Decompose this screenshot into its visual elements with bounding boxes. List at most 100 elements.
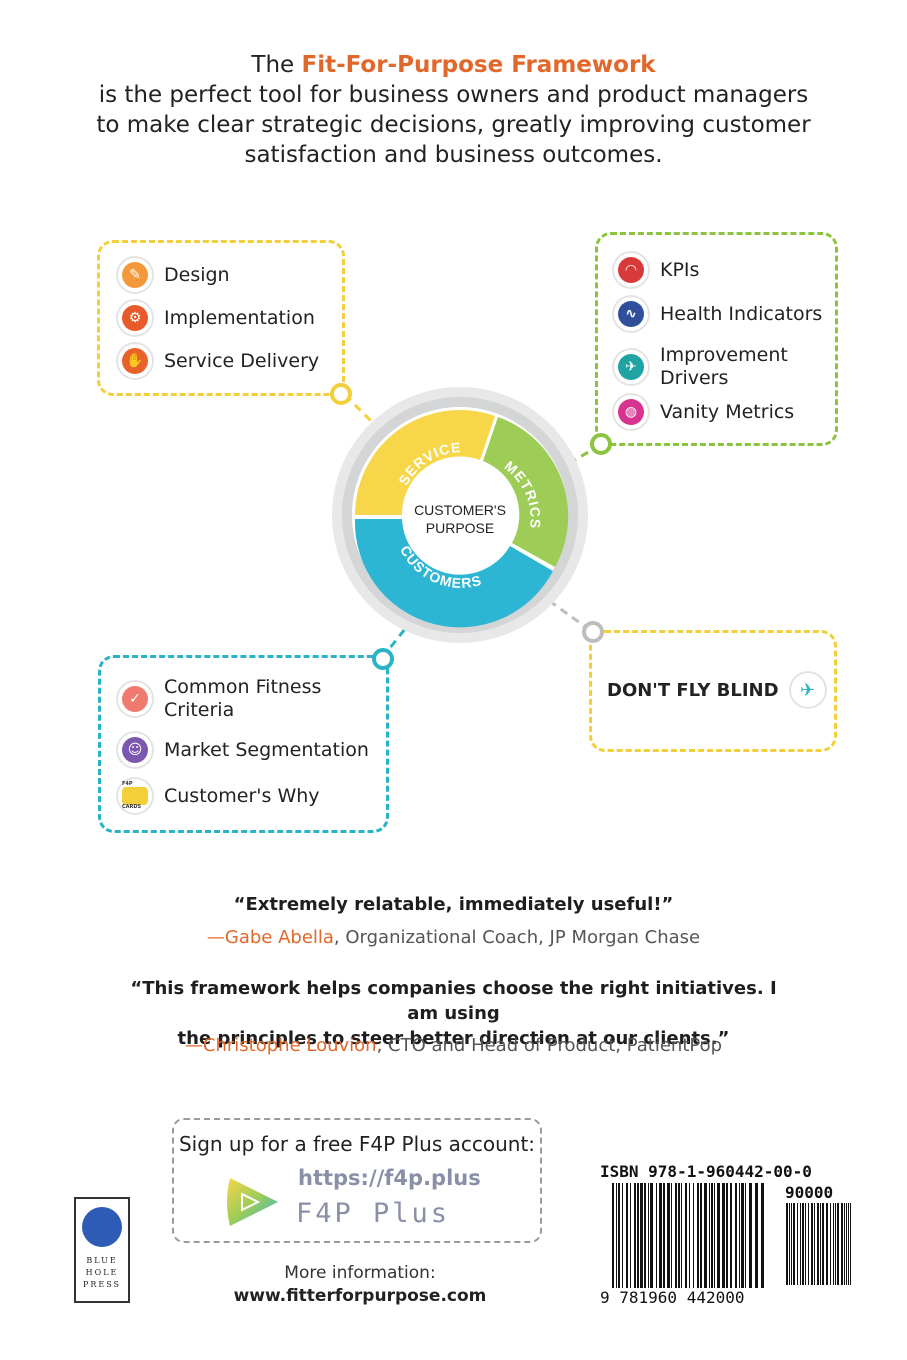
barcode-bar bbox=[648, 1183, 649, 1291]
barcode-bar bbox=[830, 1203, 831, 1285]
item-label: Implementation bbox=[164, 306, 315, 329]
barcode-bar bbox=[722, 1183, 725, 1291]
intro-prefix: The bbox=[251, 52, 295, 78]
item-label-line2: Criteria bbox=[164, 699, 235, 721]
barcode-bar bbox=[822, 1203, 824, 1285]
barcode-bar bbox=[850, 1203, 851, 1285]
service-dot bbox=[330, 383, 352, 405]
quote-line: “This framework helps companies choose t… bbox=[130, 978, 777, 1024]
quote-role: , CTO and Head of Product, PatientPop bbox=[376, 1035, 723, 1056]
barcode-bar bbox=[612, 1183, 614, 1305]
barcode-bar bbox=[626, 1183, 628, 1291]
list-item: ✋ Service Delivery bbox=[118, 344, 319, 378]
list-item: ✎ Design bbox=[118, 258, 230, 292]
blind-box bbox=[589, 630, 837, 752]
barcode-bar bbox=[650, 1183, 653, 1291]
mirror-icon: ◍ bbox=[614, 395, 648, 429]
barcode-bar bbox=[675, 1183, 677, 1291]
barcode-bar bbox=[663, 1183, 665, 1291]
barcode-bar bbox=[820, 1203, 821, 1285]
quote-line: the principles to steer better direction… bbox=[177, 1028, 730, 1049]
barcode-bar bbox=[833, 1203, 834, 1285]
service-box bbox=[97, 240, 345, 396]
item-label: Design bbox=[164, 263, 230, 286]
barcode-bar bbox=[634, 1183, 636, 1291]
barcode-bar bbox=[848, 1203, 849, 1285]
people-icon: ☺ bbox=[118, 733, 152, 767]
barcode-bar bbox=[841, 1203, 843, 1285]
barcode-bar bbox=[616, 1183, 617, 1305]
list-item: ◍ Vanity Metrics bbox=[614, 395, 794, 429]
more-info-url[interactable]: www.fitterforpurpose.com bbox=[233, 1286, 487, 1306]
customers-box bbox=[98, 655, 389, 833]
barcode bbox=[612, 1183, 851, 1305]
barcode-bar bbox=[730, 1183, 732, 1305]
barcode-bar bbox=[689, 1183, 690, 1291]
heartbeat-icon: ∿ bbox=[614, 297, 648, 331]
barcode-bar bbox=[739, 1183, 740, 1305]
intro-line: is the perfect tool for business owners … bbox=[98, 82, 809, 108]
barcode-bar bbox=[835, 1203, 836, 1285]
intro-line: to make clear strategic decisions, great… bbox=[96, 112, 811, 138]
barcode-bar bbox=[749, 1183, 752, 1305]
segment-metrics bbox=[483, 417, 569, 567]
barcode-bar bbox=[717, 1183, 720, 1291]
gear-icon: ⚙ bbox=[118, 301, 152, 335]
barcode-bar bbox=[709, 1183, 710, 1291]
list-item: ☺ Market Segmentation bbox=[118, 733, 369, 767]
publisher-circle bbox=[82, 1207, 122, 1247]
barcode-bar bbox=[755, 1183, 758, 1305]
quote-name: —Christophe Louvion bbox=[184, 1035, 377, 1056]
signup-url[interactable]: https://f4p.plus bbox=[298, 1166, 481, 1190]
item-label-line1: Improvement bbox=[660, 344, 788, 366]
barcode-bar bbox=[678, 1183, 680, 1291]
hands-icon: ✋ bbox=[118, 344, 152, 378]
barcode-bar bbox=[817, 1203, 819, 1285]
item-label-line2: Drivers bbox=[660, 367, 729, 389]
framework-name: Fit-For-Purpose Framework bbox=[301, 52, 656, 78]
customers-dot bbox=[372, 648, 394, 670]
f4p-logo-icon bbox=[227, 1178, 278, 1226]
barcode-bar bbox=[622, 1183, 623, 1291]
plane-icon: ✈ bbox=[614, 350, 648, 384]
barcode-bar bbox=[786, 1203, 788, 1285]
item-label-line1: Common Fitness bbox=[164, 676, 322, 698]
ean-text: 9 781960 442000 bbox=[598, 1288, 770, 1307]
cards-icon: F4P CARDS bbox=[118, 779, 152, 813]
barcode-bar bbox=[814, 1203, 815, 1285]
more-info-label: More information: bbox=[284, 1263, 436, 1283]
barcode-bar bbox=[671, 1183, 672, 1291]
center-line1: CUSTOMER'S bbox=[414, 502, 506, 518]
segment-customers bbox=[354, 519, 553, 628]
barcode-bar bbox=[667, 1183, 670, 1291]
publisher-name: BLUE HOLE PRESS bbox=[82, 1256, 122, 1289]
barcode-bar bbox=[808, 1203, 809, 1285]
barcode-bar bbox=[745, 1183, 746, 1305]
barcode-bar bbox=[685, 1183, 687, 1291]
barcode-bar bbox=[789, 1203, 790, 1285]
barcode-bar bbox=[802, 1203, 804, 1285]
item-label: Customer's Why bbox=[164, 784, 320, 807]
barcode-bar bbox=[693, 1183, 694, 1291]
quote-text: “Extremely relatable, immediately useful… bbox=[233, 894, 674, 915]
list-item: F4P CARDS Customer's Why bbox=[118, 779, 320, 813]
barcode-bar bbox=[826, 1203, 828, 1285]
pencil-icon: ✎ bbox=[118, 258, 152, 292]
barcode-bar bbox=[700, 1183, 702, 1291]
segment-service bbox=[355, 409, 495, 515]
purpose-ring: SERVICE METRICS CUSTOMERS CUSTOMER'S PUR… bbox=[332, 387, 588, 643]
quote-attribution: —Gabe Abella, Organizational Coach, JP M… bbox=[120, 927, 787, 948]
intro-line: satisfaction and business outcomes. bbox=[244, 142, 663, 168]
barcode-bar bbox=[805, 1203, 806, 1285]
publisher-logo: BLUE HOLE PRESS bbox=[74, 1197, 130, 1303]
barcode-bar bbox=[697, 1183, 699, 1291]
quote-attribution: —Christophe Louvion, CTO and Head of Pro… bbox=[120, 1035, 787, 1056]
barcode-bar bbox=[640, 1183, 643, 1291]
barcode-bar bbox=[811, 1203, 813, 1285]
barcode-bar bbox=[726, 1183, 728, 1305]
barcode-bar bbox=[793, 1203, 795, 1285]
barcode-bar bbox=[630, 1183, 631, 1291]
quote-name: —Gabe Abella bbox=[206, 927, 334, 948]
